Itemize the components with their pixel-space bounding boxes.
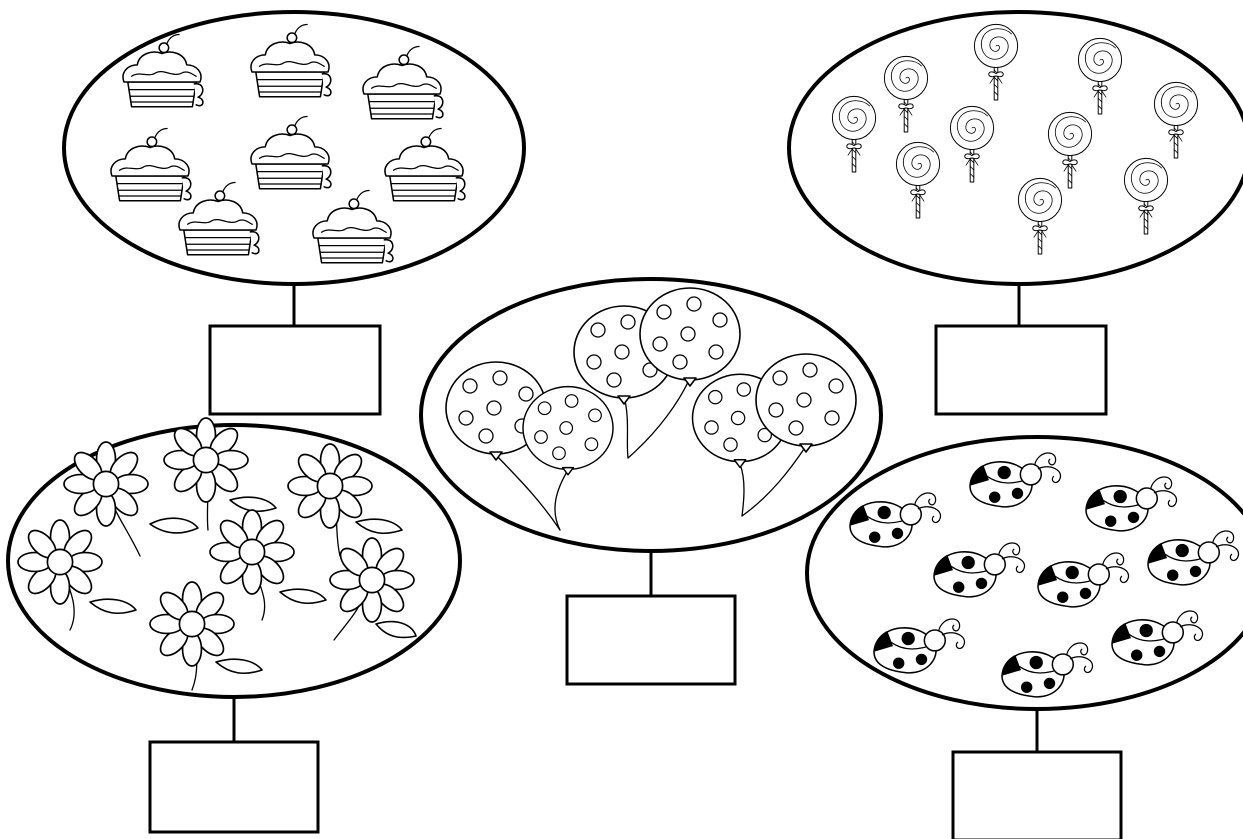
flower-icon (329, 537, 415, 623)
balloon-items (445, 287, 857, 531)
flower-icon (287, 443, 373, 529)
cupcake-answer-box[interactable] (208, 324, 382, 416)
ladybug-answer-box[interactable] (951, 750, 1123, 839)
flower-answer-box[interactable] (148, 740, 320, 834)
flower-icon (17, 519, 103, 605)
flower-icon (163, 417, 249, 503)
flower-icon (209, 509, 295, 595)
lollipop-answer-box[interactable] (934, 324, 1108, 416)
flower-items (17, 417, 417, 691)
balloon-string (554, 469, 569, 531)
balloon-answer-box[interactable] (565, 594, 737, 686)
balloon-string (739, 463, 745, 517)
flower-icon (63, 441, 149, 527)
balloon-string (627, 377, 691, 459)
balloon-string (495, 454, 561, 531)
flower-icon (149, 581, 235, 667)
balloon-string (741, 445, 807, 517)
